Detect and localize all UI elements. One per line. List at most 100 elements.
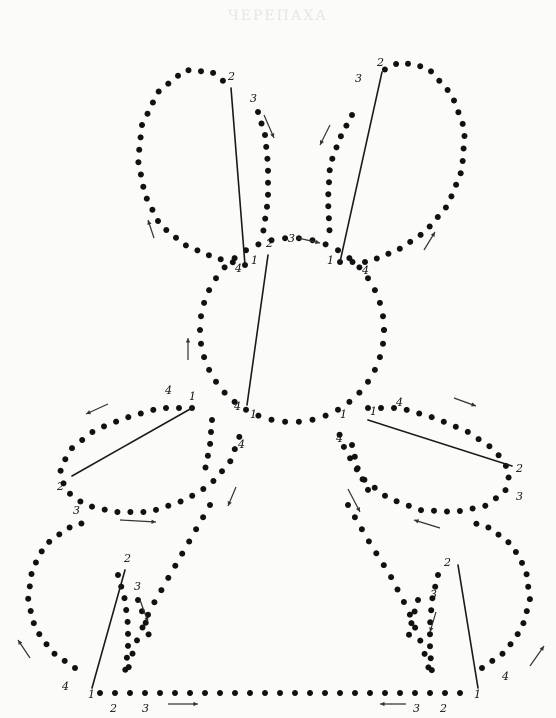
- ear-left-outer-dots: [138, 134, 144, 140]
- ear-left-inner-dots: [263, 144, 269, 150]
- foot-left-inner-dots: [115, 572, 121, 578]
- body-left-side-dots: [158, 587, 164, 593]
- bottom-edge-dots: [292, 690, 298, 696]
- ear-right-outer-dots: [436, 78, 442, 84]
- ear-right-inner-dots: [334, 144, 340, 150]
- label-mid-left-4: 4: [233, 400, 241, 413]
- arm-left-dots: [102, 507, 108, 513]
- arm-right-dots: [476, 436, 482, 442]
- label-top-3: 3: [288, 232, 295, 245]
- foot-left-inner-dots: [123, 607, 129, 613]
- ear-right-outer-dots: [455, 109, 461, 115]
- body-right-side-dots: [345, 502, 351, 508]
- ear-left-outer-dots: [186, 67, 192, 73]
- arrow-left-foot-outer: [18, 640, 30, 658]
- arm-left-dots: [150, 407, 156, 413]
- foot-right-inner-dots: [427, 643, 433, 649]
- head-circle-dots: [346, 399, 352, 405]
- label-right-ear-3: 3: [355, 72, 362, 85]
- arm-left-dots: [140, 509, 146, 515]
- head-circle-dots: [198, 313, 204, 319]
- ear-left-inner-dots: [265, 168, 271, 174]
- arm-left-dots: [101, 423, 107, 429]
- foot-left-dots: [25, 596, 31, 602]
- arm-right-inner-dots: [352, 454, 358, 460]
- label-right-foot-2: 2: [443, 556, 451, 569]
- foot-left-dots: [67, 525, 73, 531]
- foot-right-dots: [508, 641, 514, 647]
- bottom-edge-dots: [397, 690, 403, 696]
- foot-right-dots: [519, 560, 525, 566]
- arm-left-dots: [67, 491, 73, 497]
- arm-left-dots: [79, 437, 85, 443]
- body-right-side-dots: [395, 587, 401, 593]
- foot-right-dots: [473, 521, 479, 527]
- ear-left-outer-dots: [138, 172, 144, 178]
- arm-left-dots: [114, 509, 120, 515]
- label-right-ear-2: 2: [376, 56, 384, 69]
- head-circle-dots: [201, 354, 207, 360]
- foot-left-dots: [52, 651, 58, 657]
- arm-left-inner-dots: [205, 453, 211, 459]
- head-circle-dots: [197, 327, 203, 333]
- body-left-side-dots: [200, 514, 206, 520]
- foot-right-dots: [479, 665, 485, 671]
- label-left-ear-4: 4: [234, 262, 242, 275]
- ear-right-inner-dots: [327, 227, 333, 233]
- label-bottom-3-left: 3: [142, 702, 149, 715]
- foot-left-dots: [27, 583, 33, 589]
- bottom-edge-dots: [337, 690, 343, 696]
- label-right-foot-3: 3: [430, 588, 437, 601]
- arrow-right-arm-bottom: [414, 519, 440, 528]
- bottom-edge-dots: [382, 690, 388, 696]
- foot-right-inner-dots: [428, 607, 434, 613]
- foot-left-inner2-dots: [146, 631, 152, 637]
- arm-left-dots: [165, 503, 171, 509]
- arm-right-inner-dots: [355, 465, 361, 471]
- head-circle-dots: [222, 264, 228, 270]
- ear-left-outer-dots: [198, 68, 204, 74]
- line-left-ear: [231, 88, 245, 265]
- body-left-side-dots: [186, 539, 192, 545]
- head-circle-dots: [206, 287, 212, 293]
- ear-left-inner-dots: [265, 180, 271, 186]
- body-left-side-dots: [193, 526, 199, 532]
- bottom-edge-dots: [232, 690, 238, 696]
- label-left-arm-3: 3: [73, 504, 80, 517]
- head-circle-dots: [381, 327, 387, 333]
- bottom-edge-dots: [127, 690, 133, 696]
- label-bottom-2-right: 2: [439, 702, 447, 715]
- arrow-left-arm-top: [86, 404, 108, 414]
- ear-left-outer-dots: [150, 100, 156, 106]
- foot-left-dots: [46, 539, 52, 545]
- foot-right-inner-dots: [435, 572, 441, 578]
- head-circle-dots: [377, 300, 383, 306]
- label-left-arm-1: 1: [189, 390, 196, 403]
- head-circle-dots: [269, 417, 275, 423]
- arrow-bottom-right: [380, 702, 406, 706]
- arm-right-dots: [378, 405, 384, 411]
- arm-left-dots: [210, 478, 216, 484]
- bottom-edge-dots: [412, 690, 418, 696]
- ear-left-inner-dots: [259, 121, 265, 127]
- ear-left-outer-dots: [155, 218, 161, 224]
- label-right-ear-4: 4: [361, 264, 369, 277]
- head-circle-dots: [380, 341, 386, 347]
- bottom-edge-dots: [217, 690, 223, 696]
- ear-right-outer-dots: [443, 205, 449, 211]
- foot-left-inner-dots: [124, 655, 130, 661]
- ear-right-outer-dots: [417, 63, 423, 69]
- arm-right-dots: [453, 424, 459, 430]
- arm-right-dots: [470, 506, 476, 512]
- ear-left-outer-dots: [144, 196, 150, 202]
- body-left-side-dots: [165, 575, 171, 581]
- head-circle-dots: [335, 247, 341, 253]
- ear-left-outer-dots: [175, 73, 181, 79]
- ear-left-inner-dots: [262, 132, 268, 138]
- foot-right-dots: [520, 620, 526, 626]
- foot-left-dots: [33, 560, 39, 566]
- ear-right-outer-dots: [418, 232, 424, 238]
- bottom-edge-dots: [187, 690, 193, 696]
- arm-right-dots: [496, 452, 502, 458]
- ear-right-outer-dots: [458, 170, 464, 176]
